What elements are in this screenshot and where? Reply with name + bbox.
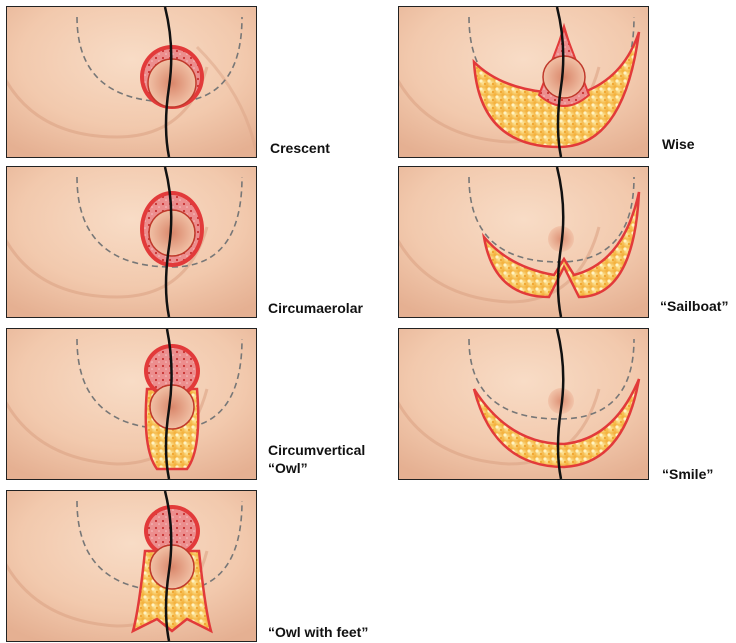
midline xyxy=(163,167,173,317)
panel-owl-with-feet xyxy=(6,490,257,642)
inframammary-fold-dashed-line xyxy=(468,338,635,420)
label-owl-with-feet: “Owl with feet” xyxy=(268,624,369,640)
panel-circumvertical xyxy=(6,328,257,480)
label-circumvertical: Circumvertical xyxy=(268,442,366,458)
midline xyxy=(555,7,565,157)
wise-illustration xyxy=(399,7,648,157)
midline xyxy=(163,7,173,157)
inframammary-fold-dashed-line xyxy=(76,176,243,268)
label-smile: “Smile” xyxy=(662,466,714,482)
midline xyxy=(555,329,565,479)
panel-circumareolar xyxy=(6,166,257,318)
midline xyxy=(164,329,173,479)
sailboat-illustration xyxy=(399,167,648,317)
midline xyxy=(555,167,565,317)
smile-fat-resection xyxy=(472,378,641,469)
panel-sailboat xyxy=(398,166,649,318)
circumareolar-illustration xyxy=(7,167,256,317)
label-crescent: Crescent xyxy=(270,140,330,156)
inframammary-fold-dashed-line xyxy=(76,500,243,592)
smile-illustration xyxy=(399,329,648,479)
panel-smile xyxy=(398,328,649,480)
panel-wise xyxy=(398,6,649,158)
panel-crescent xyxy=(6,6,257,158)
midline xyxy=(163,491,173,641)
sailboat-fat-resection xyxy=(482,191,641,299)
owl-with-feet-illustration xyxy=(7,491,256,641)
crescent-illustration xyxy=(7,7,256,157)
label-sailboat: “Sailboat” xyxy=(660,298,729,314)
circumvertical-illustration xyxy=(7,329,256,479)
label-wise: Wise xyxy=(662,136,695,152)
label-owl: “Owl” xyxy=(268,460,308,476)
label-circumareolar: Circumaerolar xyxy=(268,300,363,316)
inframammary-fold-dashed-line xyxy=(76,338,243,430)
